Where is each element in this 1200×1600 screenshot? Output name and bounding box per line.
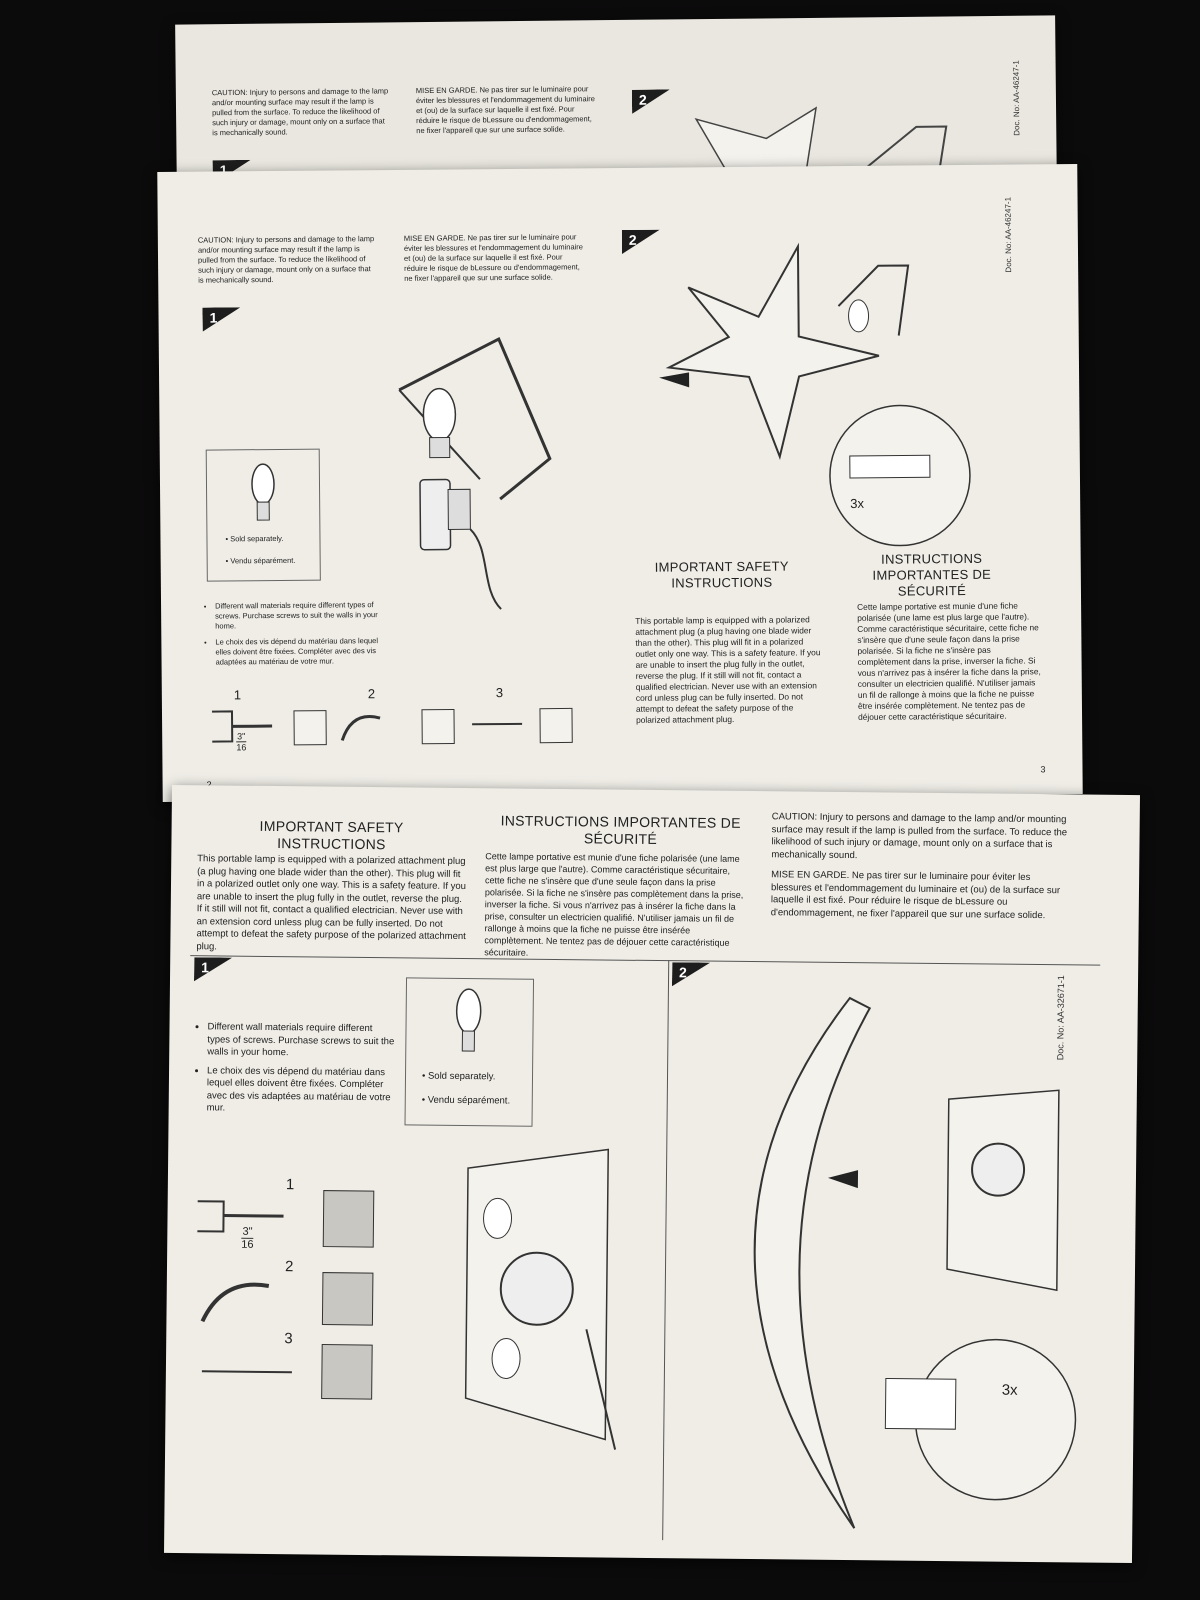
front-moon-lamp-illustration [753, 996, 1077, 1529]
front-screws-note-fr: Le choix des vis dépend du matériau dans… [207, 1065, 398, 1117]
front-sold-separately-fr: • Vendu séparément. [421, 1094, 511, 1107]
mid-screw-notes: Different wall materials require differe… [203, 600, 396, 674]
front-drill-size: 3" 16 [241, 1226, 254, 1251]
mid-times-label: 3x [850, 495, 864, 511]
mid-safety-text-en: This portable lamp is equipped with a po… [635, 614, 821, 725]
mid-sold-separately-fr: • Vendu séparément. [225, 555, 296, 566]
mid-safety-title-fr: INSTRUCTIONS IMPORTANTES DE SÉCURITÉ [872, 550, 992, 599]
mid-sold-separately-en: • Sold separately. [225, 533, 284, 544]
front-sold-separately-en: • Sold separately. [421, 1070, 496, 1083]
front-column-divider [662, 960, 670, 1541]
front-safety-title-fr: INSTRUCTIONS IMPORTANTES DE SÉCURITÉ [500, 812, 741, 848]
front-caution-en: CAUTION: Injury to persons and damage to… [771, 811, 1068, 861]
back-doc-number: Doc. No: AA-46247-1 [1011, 60, 1022, 136]
bulb-icon [455, 988, 482, 1052]
front-drill-hammer-screw-icons [197, 1190, 375, 1400]
front-bulb-box: • Sold separately. • Vendu séparément. [404, 977, 535, 1127]
back-step-2-badge: 2 [632, 89, 670, 113]
mid-caution-fr: MISE EN GARDE. Ne pas tirer sur le lumin… [403, 232, 584, 283]
front-safety-text-en: This portable lamp is equipped with a po… [196, 853, 467, 952]
front-step-1-badge: 1 [194, 957, 232, 981]
mid-bulb-box: • Sold separately. • Vendu séparément. [205, 448, 321, 582]
mid-drill-size-den: 16 [236, 741, 247, 753]
mid-caution-en: CAUTION: Injury to persons and damage to… [197, 234, 375, 285]
mid-safety-text-fr: Cette lampe portative est munie d'une fi… [857, 600, 1041, 722]
front-caution-fr: MISE EN GARDE. Ne pas tirer sur le lumin… [770, 869, 1061, 921]
middle-instruction-sheet: CAUTION: Injury to persons and damage to… [157, 163, 1083, 803]
front-wall-fixture-illustration [464, 1148, 617, 1450]
front-step-2-badge: 2 [672, 962, 710, 986]
back-caution-fr: MISE EN GARDE. Ne pas tirer sur le lumin… [415, 84, 596, 136]
mid-substep-3: 3 [495, 685, 504, 701]
front-drill-size-den: 16 [241, 1237, 254, 1251]
front-safety-text-fr: Cette lampe portative est munie d'une fi… [484, 851, 744, 958]
front-drill-size-num: 3" [242, 1225, 253, 1238]
mid-substep-2: 2 [367, 686, 376, 702]
mid-screws-note-en: Different wall materials require differe… [215, 600, 395, 632]
mid-bracket-lamp-illustration [398, 336, 552, 610]
mid-star-lamp-illustration [659, 242, 971, 547]
front-instruction-sheet: IMPORTANT SAFETY INSTRUCTIONS This porta… [164, 784, 1140, 1564]
front-screw-notes: Different wall materials require differe… [195, 1021, 398, 1123]
mid-drill-hammer-screw-icons [211, 707, 573, 746]
front-times-label: 3x [1001, 1381, 1018, 1399]
mid-drill-size-num: 3" [237, 731, 246, 742]
mid-drill-size: 3" 16 [236, 731, 247, 753]
front-screws-note-en: Different wall materials require differe… [207, 1021, 397, 1060]
mid-page-number-right: 3 [1040, 764, 1046, 775]
bulb-icon [251, 463, 275, 521]
mid-step-1-badge: 1 [202, 307, 240, 331]
mid-substep-1: 1 [233, 687, 242, 703]
front-safety-title-en: IMPORTANT SAFETY INSTRUCTIONS [259, 817, 404, 853]
back-caution-en: CAUTION: Injury to persons and damage to… [211, 86, 389, 138]
mid-screws-note-fr: Le choix des vis dépend du matériau dans… [215, 636, 395, 668]
mid-safety-title-en: IMPORTANT SAFETY INSTRUCTIONS [654, 558, 789, 591]
